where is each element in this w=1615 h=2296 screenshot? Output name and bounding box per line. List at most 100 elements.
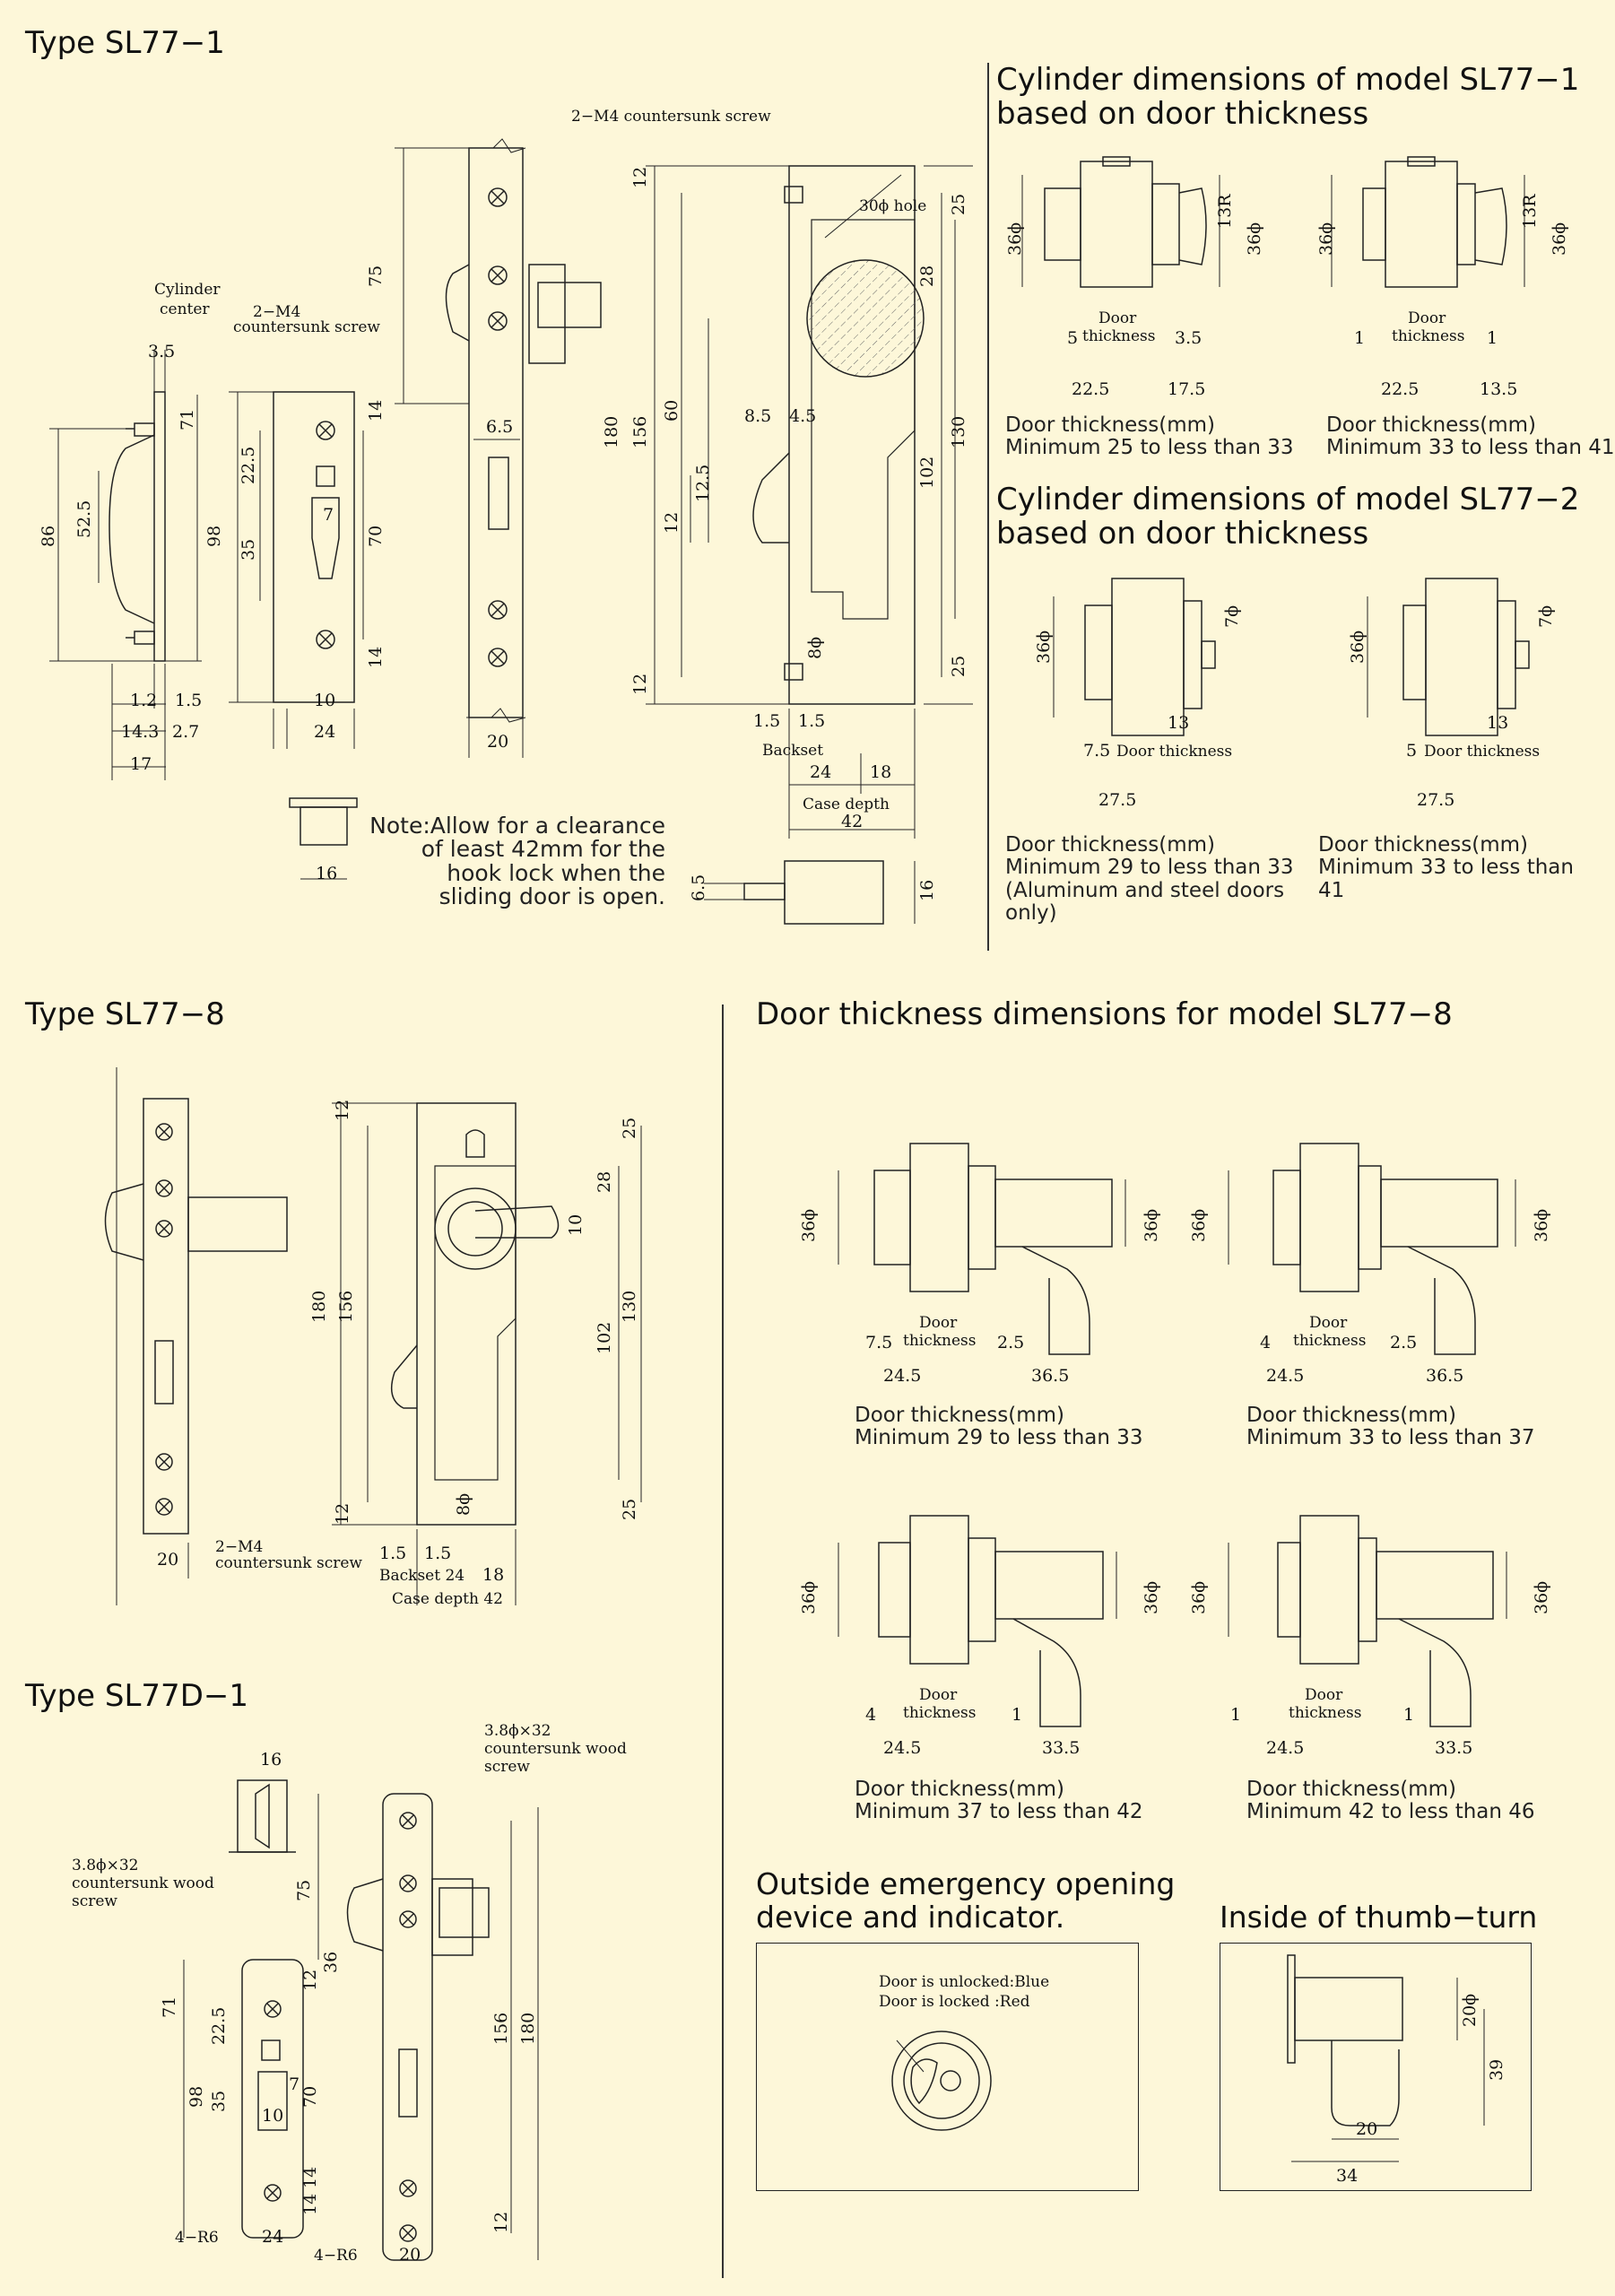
d8c-24-5: 24.5 [883, 1738, 921, 1758]
d8d-thickness: thickness [1289, 1704, 1362, 1722]
dim-28: 28 [917, 265, 937, 287]
cyl2a-27-5: 27.5 [1098, 790, 1136, 810]
sl77-8-dim-130: 130 [620, 1291, 639, 1323]
sl77-8-case [332, 1102, 642, 1605]
cyl2b-13: 13 [1487, 713, 1508, 733]
sl77-1-cylinder-front [49, 350, 202, 780]
sl77-8-dim-8phi: 8ϕ [454, 1493, 473, 1516]
d8d-1b: 1 [1403, 1705, 1414, 1725]
sl77-8-backset-24: Backset 24 [379, 1567, 465, 1585]
dim-130: 130 [949, 416, 968, 448]
dim-25-top: 25 [949, 194, 968, 215]
cyl2b-door-thickness: Door thickness [1424, 743, 1540, 761]
dim-14-bot: 14 [366, 647, 386, 668]
cyl2a-7-5: 7.5 [1083, 741, 1110, 761]
dim-52-5: 52.5 [74, 500, 94, 538]
thumb-dim-20: 20 [1356, 2119, 1377, 2139]
dim-1-5: 1.5 [175, 691, 202, 710]
d8b-24-5: 24.5 [1266, 1366, 1304, 1386]
dim-14-top: 14 [366, 400, 386, 422]
sl77d-dim-75: 75 [294, 1880, 314, 1901]
dim-16-strike: 16 [316, 864, 337, 883]
sl77d-dim-10: 10 [262, 2106, 283, 2126]
thumb-dim-39: 39 [1487, 2059, 1506, 2081]
d8a-door: Door [919, 1314, 958, 1332]
cyl1a-17-5: 17.5 [1168, 379, 1205, 399]
sl77d-wood-c-2: screw [72, 1892, 117, 1910]
caption-sl77-1-a: Door thickness(mm) Minimum 25 to less th… [1005, 413, 1294, 460]
dim-60: 60 [662, 400, 682, 422]
cyl2a-7phi: 7ϕ [1222, 605, 1242, 628]
caption-sl77-8-d: Door thickness(mm) Minimum 42 to less th… [1246, 1778, 1535, 1824]
label-30-hole: 30ϕ hole [859, 197, 926, 215]
title-sl77-1: Type SL77−1 [25, 25, 225, 61]
sl77d-r6-b: 4−R6 [314, 2247, 358, 2265]
cyl2b-36phi: 36ϕ [1348, 631, 1368, 664]
d8d-36phi-l: 36ϕ [1189, 1581, 1209, 1614]
sl77-8-dim-180: 180 [309, 1291, 329, 1323]
dim-8phi: 8ϕ [805, 637, 825, 659]
sl77d-dim-7: 7 [289, 2074, 300, 2094]
label-screw-2m4: 2−M4 countersunk screw [571, 108, 771, 126]
d8d-door: Door [1305, 1686, 1343, 1704]
sl77-8-dim-10: 10 [566, 1214, 586, 1236]
sl77d-dim-98: 98 [187, 2086, 206, 2108]
sl77d-dim-14-a: 14 [300, 2194, 320, 2215]
dim-6-5-pin: 6.5 [689, 874, 708, 901]
d8a-thickness: thickness [903, 1332, 977, 1350]
d8b-36-5: 36.5 [1426, 1366, 1463, 1386]
sl77d-dim-22-5: 22.5 [209, 2007, 229, 2045]
d8b-36phi-r: 36ϕ [1532, 1209, 1551, 1242]
title-sl77d-1: Type SL77D−1 [25, 1678, 248, 1714]
cyl2b-7phi: 7ϕ [1536, 605, 1556, 628]
dim-17: 17 [130, 754, 152, 774]
dim-22-5: 22.5 [239, 447, 258, 484]
sl77-8-door-drawings [838, 1143, 1516, 1727]
sl77-1-case [646, 165, 973, 839]
caption-sl77-8-a: Door thickness(mm) Minimum 29 to less th… [855, 1404, 1143, 1450]
sl77-8-case-depth-42: Case depth 42 [392, 1590, 503, 1608]
sl77d-dim-180: 180 [518, 2013, 538, 2045]
caption-sl77-1-b: Door thickness(mm) Minimum 33 to less th… [1326, 413, 1615, 460]
thumb-turn-drawing [1287, 1954, 1485, 2162]
d8c-thickness: thickness [903, 1704, 977, 1722]
dim-18: 18 [870, 762, 891, 782]
sl77d-wood-b-2: countersunk wood [72, 1874, 214, 1892]
sl77-8-dim-28: 28 [595, 1171, 614, 1193]
cyl1b-22-5: 22.5 [1381, 379, 1419, 399]
cyl2b-27-5: 27.5 [1417, 790, 1454, 810]
label-cyl-center-b: center [160, 300, 210, 318]
dim-35: 35 [239, 539, 258, 561]
sl77d-dim-36: 36 [321, 1952, 341, 1973]
clearance-note: Note:Allow for a clearance of least 42mm… [369, 813, 665, 909]
dim-86: 86 [39, 526, 58, 547]
dim-20: 20 [487, 732, 508, 752]
sl77-8-screw-b: countersunk screw [215, 1554, 362, 1572]
sl77d-wood-b-1: countersunk wood [484, 1740, 627, 1758]
sl77-8-dim-18: 18 [482, 1565, 504, 1585]
sl77-8-dim-1-5-b: 1.5 [424, 1544, 451, 1563]
d8b-door: Door [1309, 1314, 1348, 1332]
title-door-sl77-8: Door thickness dimensions for model SL77… [756, 996, 1453, 1032]
dim-156: 156 [630, 416, 650, 448]
caption-sl77-2-a: Door thickness(mm) Minimum 29 to less th… [1005, 833, 1294, 925]
sl77-8-dim-25-bot: 25 [620, 1499, 639, 1520]
dim-102: 102 [917, 457, 937, 489]
dim-8-5: 8.5 [744, 406, 771, 426]
d8a-36phi-l: 36ϕ [799, 1209, 819, 1242]
sl77d-r6-a: 4−R6 [175, 2229, 219, 2247]
sl77d-wood-a-1: 3.8ϕ×32 [484, 1722, 551, 1740]
d8a-7-5: 7.5 [865, 1333, 892, 1352]
dim-6-5: 6.5 [486, 417, 513, 437]
label-screw-2m4-a: 2−M4 [253, 303, 300, 321]
cyl1b-36phi-r: 36ϕ [1550, 222, 1569, 256]
dim-12-bot: 12 [630, 674, 650, 695]
dim-1-2: 1.2 [130, 691, 157, 710]
sl77d-dim-12-bot: 12 [491, 2212, 511, 2233]
sl77-8-screw-a: 2−M4 [215, 1538, 263, 1556]
label-backset: Backset [762, 742, 823, 760]
cyl1a-36phi-l: 36ϕ [1005, 222, 1025, 256]
sl77-1-face-plate [395, 138, 602, 758]
